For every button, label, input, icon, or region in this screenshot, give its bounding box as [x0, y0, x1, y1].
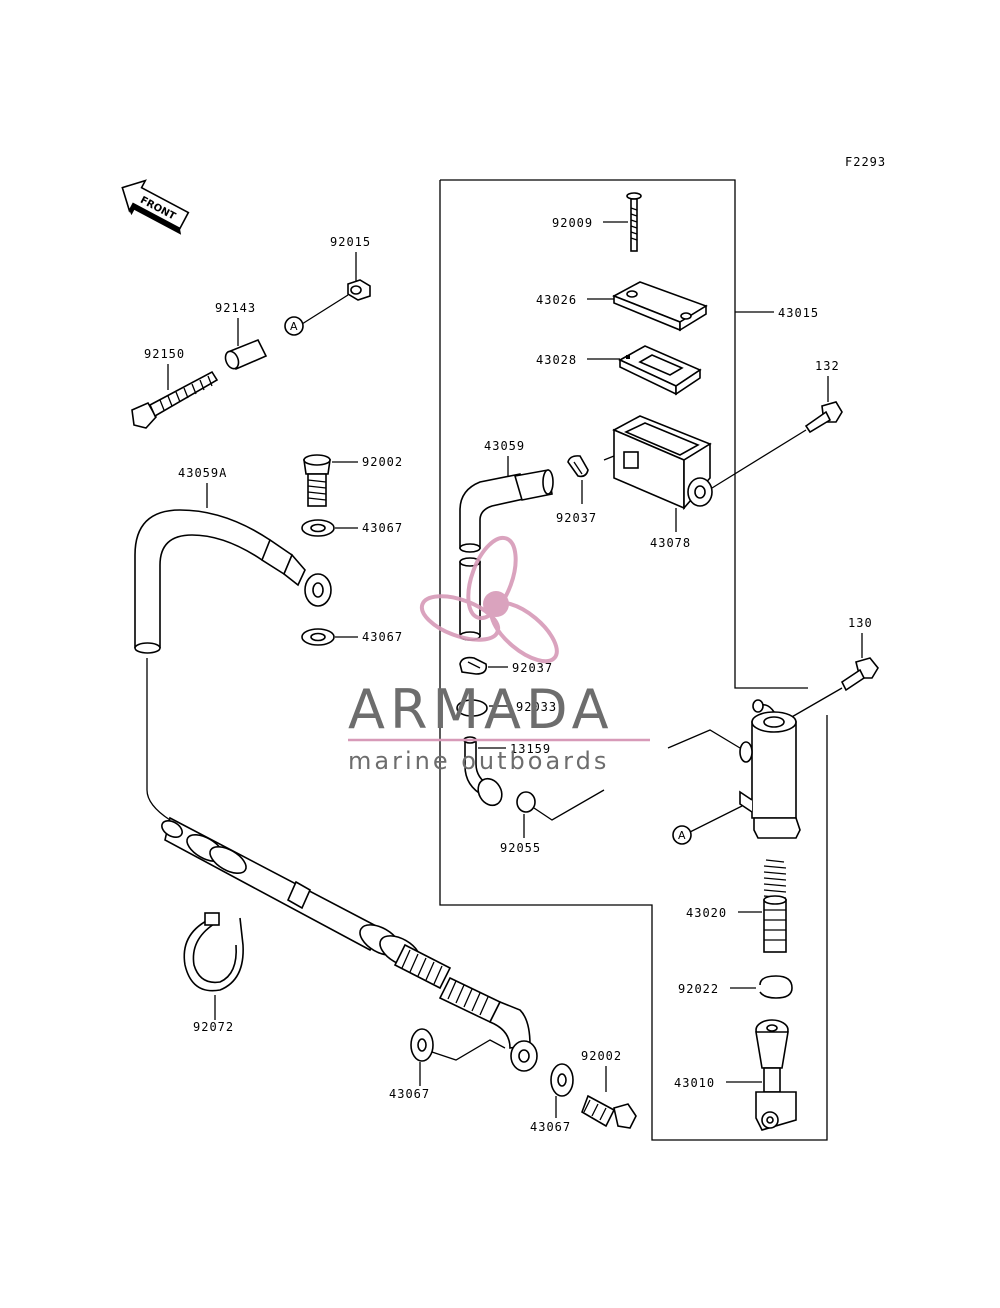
label-43059: 43059: [484, 439, 525, 453]
label-132: 132: [815, 359, 840, 373]
label-92009: 92009: [552, 216, 593, 230]
part-92002-banjo-bolt-top: [303, 454, 331, 507]
label-43015: 43015: [778, 306, 819, 320]
label-43078: 43078: [650, 536, 691, 550]
label-43067-c: 43067: [389, 1087, 430, 1101]
label-92072: 92072: [193, 1020, 234, 1034]
assembly-boundary-top: [440, 179, 808, 689]
part-43028-diaphragm: [618, 345, 702, 396]
part-43059A-lower-pipe: [161, 816, 538, 1072]
propeller-icon: [419, 535, 559, 664]
part-92033-circlip: [456, 699, 488, 717]
label-92033: 92033: [516, 700, 557, 714]
svg-text:A: A: [290, 320, 298, 333]
part-92150-bolt: [131, 370, 219, 429]
part-43010-push-rod: [755, 1019, 797, 1131]
label-43028: 43028: [536, 353, 577, 367]
label-92002-top: 92002: [362, 455, 403, 469]
label-92022: 92022: [678, 982, 719, 996]
label-92150: 92150: [144, 347, 185, 361]
label-130: 130: [848, 616, 873, 630]
part-43020-piston-spring: [763, 859, 787, 953]
front-arrow-icon: FRONT: [121, 179, 190, 235]
part-92055-o-ring: [516, 791, 536, 813]
label-43067-d: 43067: [530, 1120, 571, 1134]
label-43067-a: 43067: [362, 521, 403, 535]
part-43067-washer-d: [550, 1063, 574, 1097]
part-43026-reservoir-cap: [612, 281, 708, 332]
part-13159-fitting: [463, 736, 503, 807]
part-43067-washer-a: [301, 519, 335, 537]
ref-marker-a-right: A: [672, 825, 692, 845]
part-92037-clip-b: [459, 656, 488, 675]
label-92055: 92055: [500, 841, 541, 855]
part-92022-circlip: [759, 975, 793, 999]
watermark-tagline: marine outboards: [348, 747, 609, 775]
label-92002-bot: 92002: [581, 1049, 622, 1063]
svg-text:A: A: [678, 829, 686, 842]
part-92002-banjo-bolt-bottom: [581, 1094, 637, 1129]
part-92072-clamp: [183, 912, 244, 992]
label-43059A: 43059A: [178, 466, 227, 480]
part-92015-nut: [347, 279, 371, 301]
assembly-boundary: [439, 180, 828, 1141]
label-43010: 43010: [674, 1076, 715, 1090]
label-43067-b: 43067: [362, 630, 403, 644]
label-43020: 43020: [686, 906, 727, 920]
figure-code: F2293: [845, 155, 886, 169]
part-master-cylinder-body: [739, 699, 801, 839]
watermark-brand: ARMADA: [348, 678, 614, 741]
part-130-bolt: [840, 657, 879, 692]
part-43067-washer-c: [410, 1028, 434, 1062]
label-43026: 43026: [536, 293, 577, 307]
part-92037-clip-a: [567, 455, 589, 478]
part-92009-screw: [626, 192, 642, 252]
label-92037-a: 92037: [556, 511, 597, 525]
label-92015: 92015: [330, 235, 371, 249]
ref-marker-a-top: A: [284, 316, 304, 336]
part-92143-collar: [224, 338, 268, 371]
label-92143: 92143: [215, 301, 256, 315]
label-92037-b: 92037: [512, 661, 553, 675]
part-132-bolt: [804, 401, 843, 434]
label-13159: 13159: [510, 742, 551, 756]
watermark-logo: ARMADA marine outboards: [348, 535, 650, 775]
part-43067-washer-b: [301, 628, 335, 646]
part-43078-reservoir-body: [603, 415, 713, 511]
part-43059A-hose: [134, 509, 332, 654]
